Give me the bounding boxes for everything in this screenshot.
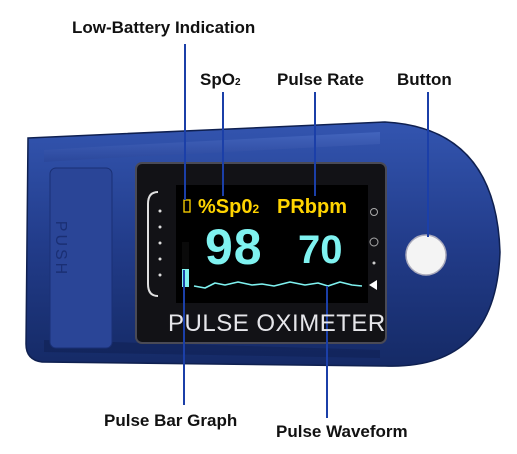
annotation-spo2-subscript: 2 [234, 77, 241, 88]
pulse-bar-graph-track [182, 242, 189, 287]
annotation-button: Button [397, 70, 452, 89]
spo2-value: 98 [205, 219, 263, 275]
bracket-dot [158, 241, 162, 245]
pr-unit-label: PRbpm [277, 196, 347, 218]
annotation-low-battery: Low-Battery Indication [72, 18, 256, 37]
side-grip [49, 167, 113, 349]
pulse-rate-value: 70 [298, 228, 343, 272]
annotation-pulse-rate: Pulse Rate [277, 70, 364, 89]
model-label: PULSE OXIMETER [168, 310, 386, 337]
bracket-dot [158, 273, 162, 277]
bracket-dot [158, 257, 162, 261]
bracket-dot [158, 209, 162, 213]
annotation-pulse-bar-graph: Pulse Bar Graph [104, 411, 238, 430]
push-label: PUSH [52, 220, 69, 278]
circle-indicator-icon [370, 208, 378, 216]
screen-bracket-left [147, 191, 159, 297]
settings-icon [369, 237, 379, 247]
pulse-waveform [193, 281, 363, 289]
status-dot [372, 261, 376, 265]
bracket-dot [158, 225, 162, 229]
power-button[interactable] [405, 234, 447, 276]
annotation-spo2: SpO2 [200, 70, 241, 89]
pulse-bar-graph [182, 269, 189, 287]
battery-icon [183, 199, 191, 213]
device-top-lip [44, 132, 380, 162]
spo2-unit-label: %Sp02 [198, 196, 260, 218]
annotation-pulse-waveform: Pulse Waveform [276, 422, 408, 441]
device-bottom-lip [44, 340, 380, 358]
spo2-unit-subscript: 2 [252, 202, 260, 216]
speaker-icon [369, 280, 377, 290]
